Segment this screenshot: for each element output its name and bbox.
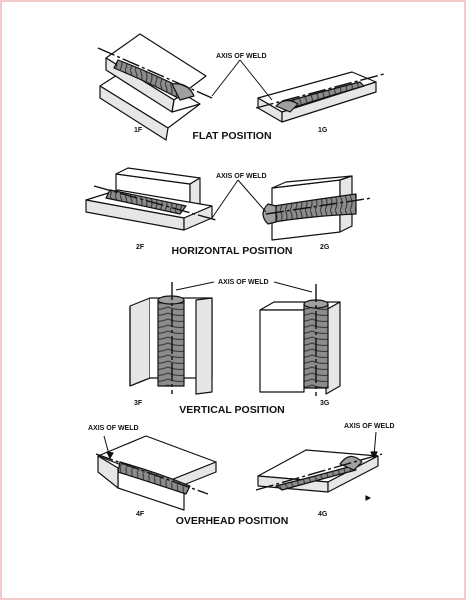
flat-left-code: 1F xyxy=(134,127,143,134)
overhead-position-title: OVERHEAD POSITION xyxy=(176,515,289,527)
overhead-4g-joint xyxy=(255,431,383,501)
horizontal-right-code: 2G xyxy=(320,244,330,251)
flat-position-title: FLAT POSITION xyxy=(192,130,271,142)
overhead-4f-weld-bead xyxy=(117,461,191,495)
flat-1g-axis-line xyxy=(255,73,385,109)
overhead-right-code: 4G xyxy=(318,511,328,518)
overhead-4g-axis-line xyxy=(255,453,383,491)
horizontal-pointer-right xyxy=(237,179,267,213)
horizontal-2f-weld-bead xyxy=(105,189,187,215)
overhead-4g-weld-bead xyxy=(275,465,357,491)
horizontal-left-code: 2F xyxy=(136,244,145,251)
vertical-position-title: VERTICAL POSITION xyxy=(179,404,284,416)
horizontal-2g-joint xyxy=(262,175,373,241)
overhead-left-code: 4F xyxy=(136,511,145,518)
horizontal-axis-label: AXIS OF WELD xyxy=(216,173,267,180)
vertical-pointer-left xyxy=(175,281,215,291)
flat-position-group xyxy=(97,33,385,141)
vertical-left-code: 3F xyxy=(134,400,143,407)
horizontal-2f-axis-line xyxy=(93,185,217,221)
overhead-position-group xyxy=(95,431,383,511)
overhead-axis-label-right: AXIS OF WELD xyxy=(344,423,395,430)
horizontal-2f-joint xyxy=(85,167,217,231)
flat-pointer-right xyxy=(239,59,273,101)
horizontal-2g-weld-bead xyxy=(273,193,357,223)
flat-1g-joint xyxy=(255,71,385,123)
vertical-position-group xyxy=(129,281,341,396)
flat-1f-joint xyxy=(97,33,213,141)
overhead-4f-joint xyxy=(95,435,217,511)
flat-axis-label: AXIS OF WELD xyxy=(216,53,267,60)
vertical-right-code: 3G xyxy=(320,400,330,407)
horizontal-2g-axis-line xyxy=(265,197,373,215)
horizontal-position-group xyxy=(85,167,373,241)
flat-1f-axis-line xyxy=(97,47,213,99)
flat-1g-weld-bead xyxy=(277,81,365,111)
horizontal-pointer-left xyxy=(211,179,239,219)
vertical-axis-label: AXIS OF WELD xyxy=(218,279,269,286)
horizontal-position-title: HORIZONTAL POSITION xyxy=(172,245,293,257)
vertical-3g-joint xyxy=(259,284,341,396)
overhead-axis-label-left: AXIS OF WELD xyxy=(88,425,139,432)
vertical-3f-weld-bead xyxy=(157,299,185,387)
vertical-3f-joint xyxy=(129,282,213,395)
vertical-pointer-right xyxy=(273,281,313,293)
overhead-4f-axis-line xyxy=(95,453,209,495)
flat-1f-weld-bead xyxy=(113,59,187,99)
flat-right-code: 1G xyxy=(318,127,328,134)
flat-pointer-left xyxy=(211,59,241,97)
